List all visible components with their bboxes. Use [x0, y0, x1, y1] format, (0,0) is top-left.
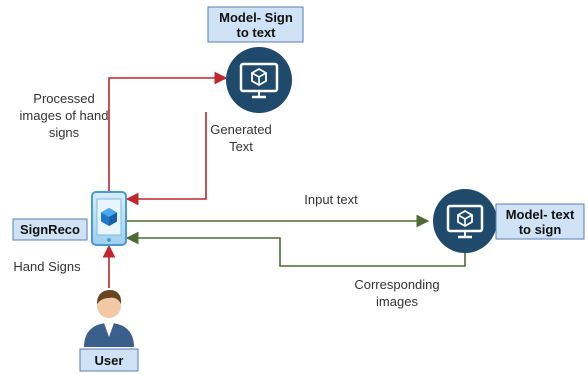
- user-box: [79, 348, 139, 372]
- signreco-box: [12, 218, 88, 241]
- person-avatar-icon: [84, 290, 134, 347]
- generated-text-line1: Generated: [210, 122, 271, 137]
- model-sign-to-text-line1: Model- Sign: [219, 10, 293, 25]
- label-input-text: Input text: [304, 192, 358, 207]
- model-sign-to-text-line2: to text: [237, 25, 277, 40]
- node-model-sign-to-text: Model- Sign to text: [207, 6, 304, 113]
- monitor-cube-icon: [226, 47, 292, 113]
- corresponding-images-line2: images: [376, 294, 418, 309]
- tablet-cube-icon: [91, 191, 127, 246]
- model-text-to-sign-line1: Model- text: [506, 207, 575, 222]
- monitor-cube-icon: [433, 189, 497, 253]
- edge-corresponding-images: [125, 231, 466, 267]
- signreco-label: SignReco: [20, 222, 80, 237]
- user-label: User: [95, 353, 124, 368]
- processed-images-line1: Processed: [33, 91, 94, 106]
- node-model-text-to-sign: Model- text to sign: [433, 189, 585, 253]
- edge-generated-text: [125, 112, 207, 206]
- corresponding-images-line1: Corresponding: [354, 277, 439, 292]
- model-sign-to-text-box: [207, 6, 304, 43]
- generated-text-line2: Text: [229, 139, 253, 154]
- node-signreco: SignReco: [12, 191, 127, 246]
- edge-processed-images: [108, 71, 228, 192]
- label-processed-images: Processed images of hand signs: [20, 91, 109, 140]
- model-text-to-sign-box: [495, 203, 585, 240]
- processed-images-line2: images of hand: [20, 108, 109, 123]
- processed-images-line3: signs: [49, 125, 80, 140]
- label-corresponding-images: Corresponding images: [354, 277, 439, 309]
- label-hand-signs: Hand Signs: [13, 259, 81, 274]
- node-user: User: [79, 290, 139, 372]
- label-generated-text: Generated Text: [210, 122, 271, 154]
- model-text-to-sign-line2: to sign: [519, 222, 562, 237]
